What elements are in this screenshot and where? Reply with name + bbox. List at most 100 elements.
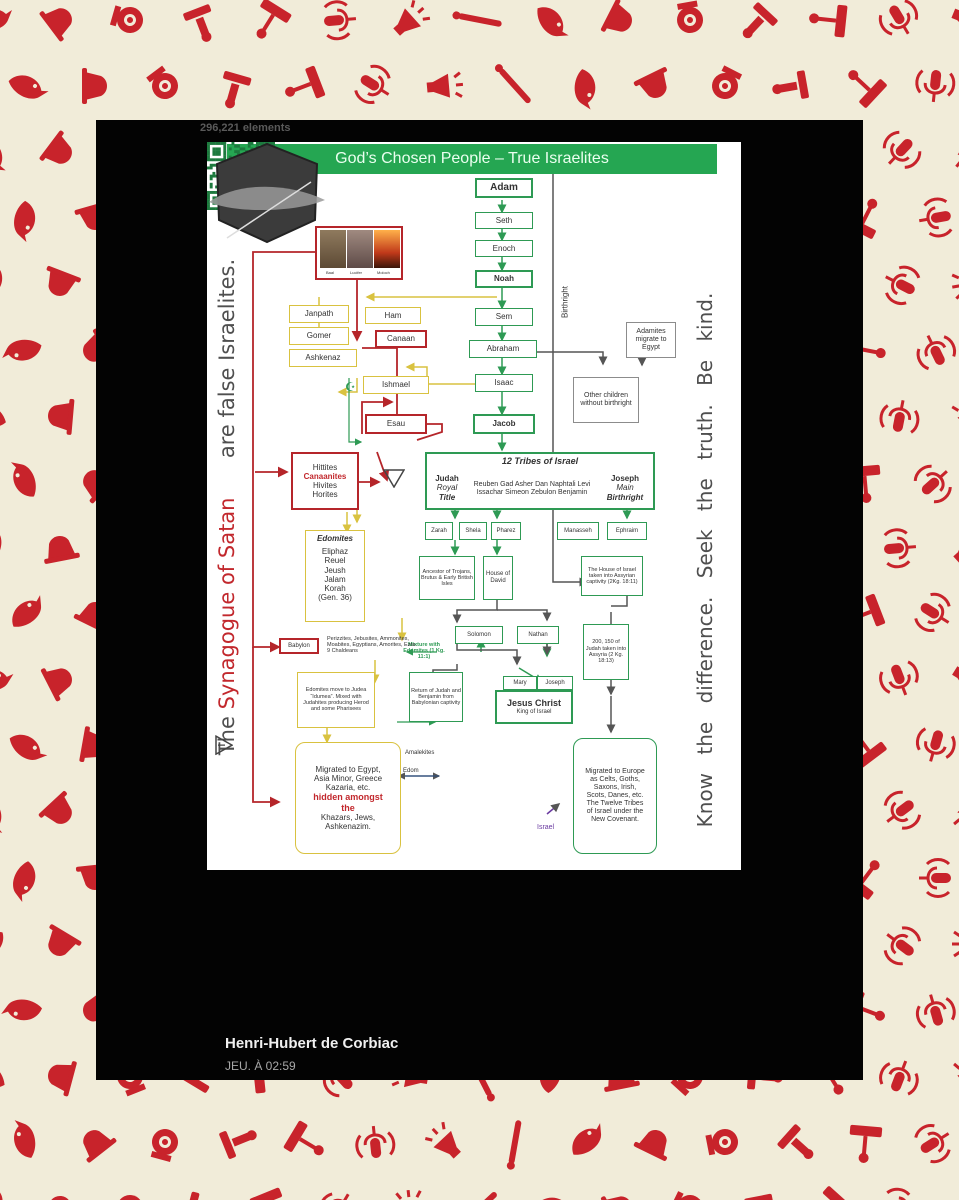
hat-icon	[46, 265, 81, 296]
lucifer-caption: Lucifer	[350, 270, 363, 275]
microphone-icon	[883, 528, 917, 569]
migrated-egypt-text: Migrated to Egypt, Asia Minor, Greece Ka…	[313, 764, 383, 793]
frame-header-text: 296,221 elements	[200, 122, 291, 134]
megaphone-icon	[953, 536, 959, 564]
bird-icon	[0, 270, 3, 305]
node-joseph-father: Joseph	[537, 676, 573, 690]
bird-icon	[0, 10, 12, 28]
emblem-text: ESAU is the end of the world, & JACOB is…	[461, 753, 557, 801]
hat-icon	[82, 68, 107, 104]
joystick-icon	[848, 70, 887, 108]
microphone-icon	[913, 464, 952, 504]
royal-label: Royal	[436, 483, 458, 493]
amalekites-label: Amalekites	[405, 750, 435, 756]
microphone-icon	[882, 130, 922, 169]
lamp-icon	[185, 1191, 200, 1200]
microphone-icon	[886, 1187, 911, 1200]
post-author[interactable]: Henri-Hubert de Corbiac	[225, 1035, 399, 1052]
megaphone-icon	[395, 1189, 422, 1200]
bird-icon	[0, 402, 6, 427]
bird-icon	[12, 595, 42, 627]
hat-icon	[40, 668, 72, 702]
node-zarah: Zarah	[425, 522, 453, 540]
megaphone-icon	[951, 273, 959, 300]
node-esau: Esau	[365, 414, 427, 434]
lamp-icon	[219, 1130, 257, 1159]
edomites-names: Eliphaz Reuel Jeush Jalam Korah (Gen. 36…	[318, 547, 352, 603]
megaphone-icon	[952, 930, 959, 958]
birthright-label: Birthright	[560, 285, 570, 319]
hat-icon	[38, 791, 72, 824]
lamp-icon	[183, 4, 212, 42]
microphone-icon	[916, 334, 957, 371]
khazars-text: Khazars, Jews, Ashkenazim.	[320, 812, 376, 832]
hat-icon	[46, 1196, 75, 1200]
infographic-card: God’s Chosen People – True Israelites Th…	[207, 142, 741, 870]
microphone-icon	[885, 265, 921, 306]
lamp-icon	[744, 1193, 773, 1200]
megaphone-icon	[953, 1056, 959, 1091]
tribe-joseph: Joseph Main Birthright	[599, 470, 651, 506]
bird-icon	[1, 999, 43, 1021]
joystick-icon	[249, 1187, 282, 1200]
lamp-icon	[742, 2, 778, 39]
megaphone-icon	[951, 8, 959, 33]
microphone-icon	[318, 1192, 351, 1200]
title-label: Title	[438, 492, 456, 502]
bird-icon	[10, 462, 36, 497]
hat-icon	[48, 924, 82, 956]
microphone-icon	[918, 197, 953, 238]
hat-icon	[600, 1196, 632, 1200]
deities-image: Baal Lucifer Moloch	[315, 226, 403, 280]
node-ham: Ham	[365, 307, 421, 324]
pen-icon	[494, 64, 531, 104]
hat-icon	[83, 1130, 117, 1163]
node-nations: Hittites Canaanites Hivites Horites	[291, 452, 359, 510]
hat-icon	[633, 1130, 667, 1161]
bird-icon	[574, 69, 596, 110]
joystick-icon	[822, 1186, 852, 1200]
node-ashkenaz: Ashkenaz	[289, 349, 357, 367]
joseph-tribe-label: Joseph	[610, 474, 639, 484]
node-assyrian-captivity: The House of Israel taken into Assyrian …	[581, 556, 643, 596]
camera-icon	[146, 65, 178, 99]
microphone-icon	[354, 64, 391, 104]
bird-icon	[2, 339, 42, 361]
left-vertical-text: The Synagogue of Satan are false Israeli…	[215, 259, 239, 756]
bird-icon	[0, 138, 6, 171]
hat-icon	[633, 67, 667, 98]
edom-label: Edom	[403, 768, 419, 774]
joystick-icon	[283, 1120, 324, 1156]
node-ancestor: Ancestor of Trojans, Brutus & Early Brit…	[419, 556, 475, 600]
tribes-middle: Reuben Gad Asher Dan Naphtali Levi Issac…	[465, 472, 599, 506]
megaphone-icon	[951, 396, 959, 431]
microphone-icon	[355, 1125, 396, 1159]
node-edomites-judea: Edomites move to Judea “Idumea”. Mixed w…	[297, 672, 375, 728]
judah-label: Judah	[435, 474, 459, 484]
node-isaac: Isaac	[475, 374, 533, 392]
megaphone-icon	[956, 1195, 959, 1200]
camera-icon	[117, 1195, 143, 1200]
bird-icon	[0, 1184, 3, 1200]
joystick-icon	[849, 1124, 883, 1163]
tribe-birthright-label: Birthright	[606, 492, 644, 502]
joystick-icon	[809, 4, 848, 38]
camera-icon	[669, 1191, 703, 1200]
right-vertical-text: Know the difference. Seek the truth. Be …	[693, 292, 717, 828]
megaphone-icon	[426, 71, 464, 98]
node-nathan: Nathan	[517, 626, 559, 644]
hat-icon	[600, 0, 632, 32]
node-abraham: Abraham	[469, 340, 537, 358]
lamp-icon	[223, 71, 252, 109]
microphone-icon	[919, 858, 951, 898]
node-edomites: Edomites Eliphaz Reuel Jeush Jalam Korah…	[305, 530, 365, 622]
moloch-image	[374, 230, 400, 268]
megaphone-icon	[952, 666, 959, 693]
hat-icon	[48, 398, 75, 435]
hivites-label: Hivites	[312, 481, 337, 490]
camera-icon	[677, 0, 703, 33]
migrated-europe-text: Migrated to Europe as Celts, Goths, Saxo…	[585, 767, 645, 824]
hidden-text: hidden amongst the	[313, 792, 383, 813]
microphone-icon	[883, 790, 922, 830]
node-manasseh: Manasseh	[557, 522, 599, 540]
